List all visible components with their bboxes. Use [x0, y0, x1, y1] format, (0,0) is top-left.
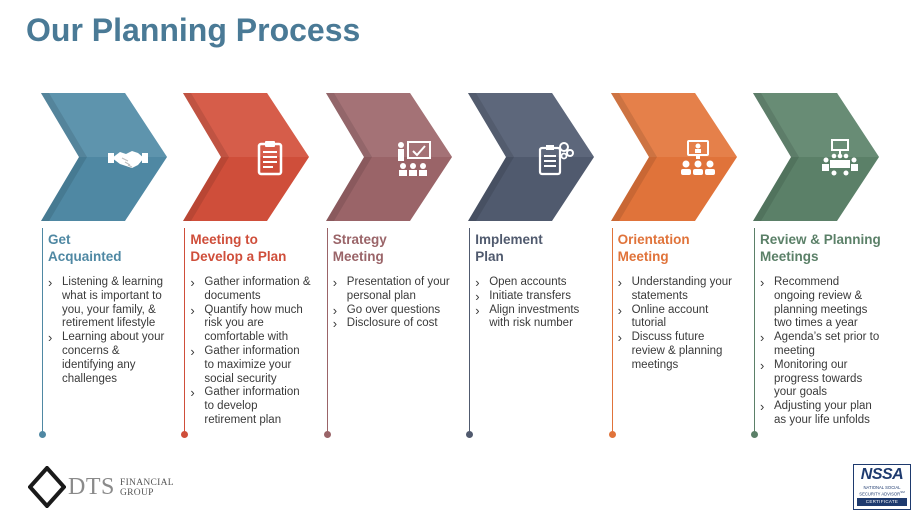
- handshake-icon: [108, 138, 148, 178]
- logo-sub-line-2: GROUP: [120, 488, 154, 498]
- chevron-arrow: [468, 93, 598, 221]
- step-bullet: Gather information & documents: [190, 276, 312, 304]
- page-title: Our Planning Process: [26, 12, 361, 48]
- timeline-line: [326, 228, 328, 434]
- step-title-line: Plan: [475, 248, 504, 264]
- step-bullet: Align investments with risk number: [475, 304, 597, 332]
- process-step: OrientationMeetingUnderstanding your sta…: [608, 0, 753, 518]
- step-bullet: Open accounts: [475, 276, 597, 290]
- timeline-line: [611, 228, 613, 434]
- logo-name: DTS: [68, 474, 115, 500]
- chevron-arrow: [325, 93, 456, 221]
- step-bullet-list: Open accountsInitiate transfersAlign inv…: [475, 276, 597, 331]
- step-bullet: Initiate transfers: [475, 290, 597, 304]
- chevron-arrow: [753, 93, 883, 221]
- diamond-logo-icon: [28, 466, 66, 508]
- timeline-line: [754, 228, 755, 434]
- timeline-dot: [39, 431, 46, 438]
- chevron-arrow: [183, 93, 313, 221]
- nssa-badge-certificate: CERTIFICATE: [857, 498, 907, 506]
- timeline-dot: [181, 431, 189, 438]
- step-bullet: Discuss future review & planning meeting…: [618, 331, 740, 372]
- process-step: StrategyMeetingPresentation of your pers…: [323, 0, 468, 518]
- nssa-badge-tm: SM: [900, 490, 905, 494]
- process-step: ImplementPlanOpen accountsInitiate trans…: [466, 0, 610, 518]
- online-meeting-icon: [678, 138, 718, 178]
- step-bullet: Presentation of your personal plan: [333, 276, 455, 304]
- step-bullet: Gather information to maximize your soci…: [190, 345, 312, 386]
- nssa-badge-title: NSSA: [860, 466, 904, 483]
- step-title-line: Meeting to: [190, 232, 258, 247]
- step-bullet: Disclosure of cost: [333, 317, 455, 331]
- step-bullet: Go over questions: [333, 304, 455, 318]
- logo-subtitle: FINANCIAL GROUP: [120, 478, 174, 498]
- step-bullet-list: Presentation of your personal planGo ove…: [333, 276, 455, 331]
- step-bullet: Recommend ongoing review & planning meet…: [760, 276, 882, 331]
- step-bullet: Agenda’s set prior to meeting: [760, 331, 882, 359]
- checklist-gears-icon: [535, 138, 575, 178]
- timeline-line: [469, 228, 471, 434]
- step-bullet: Gather information to develop retirement…: [190, 386, 312, 427]
- step-title-line: Get: [48, 232, 71, 247]
- timeline-line: [42, 228, 43, 434]
- chevron-arrow: [610, 93, 741, 221]
- step-bullet: Monitoring our progress towards your goa…: [760, 359, 882, 400]
- timeline-dot: [751, 431, 758, 438]
- step-title-line: Orientation: [617, 232, 690, 247]
- step-title-line: Implement: [475, 232, 543, 247]
- nssa-certificate-badge: NSSA NATIONAL SOCIAL SECURITY ADVISORSM …: [853, 464, 911, 510]
- chevron-arrow: [41, 93, 171, 221]
- step-bullet: Listening & learning what is important t…: [48, 276, 170, 331]
- step-bullet-list: Listening & learning what is important t…: [48, 276, 170, 386]
- clipboard-icon: [250, 138, 290, 178]
- nssa-badge-subtitle: NATIONAL SOCIAL SECURITY ADVISORSM: [854, 485, 910, 496]
- step-bullet: Quantify how much risk you are comfortab…: [190, 304, 312, 345]
- step-bullet: Learning about your concerns & identifyi…: [48, 331, 170, 386]
- step-title-line: Meetings: [760, 248, 819, 264]
- presentation-icon: [393, 138, 433, 178]
- step-bullet: Online account tutorial: [618, 304, 740, 332]
- timeline-dot: [323, 431, 331, 438]
- process-step: Review & PlanningMeetingsRecommend ongoi…: [751, 0, 895, 518]
- step-title-line: Develop a Plan: [190, 248, 287, 264]
- timeline-dot: [466, 431, 474, 438]
- nssa-badge-line-1: NATIONAL SOCIAL: [863, 485, 901, 490]
- step-bullet: Adjusting your plan as your life unfolds: [760, 400, 882, 428]
- step-title-line: Strategy: [332, 232, 387, 247]
- step-title-line: Meeting: [332, 248, 384, 264]
- conference-table-icon: [820, 138, 860, 178]
- step-bullet-list: Understanding your statementsOnline acco…: [618, 276, 740, 373]
- step-title-line: Review & Planning: [760, 232, 881, 247]
- timeline-line: [184, 228, 186, 434]
- process-step: GetAcquaintedListening & learning what i…: [39, 0, 183, 518]
- company-logo: DTS FINANCIAL GROUP: [28, 466, 178, 510]
- step-bullet: Understanding your statements: [618, 276, 740, 304]
- nssa-badge-line-2: SECURITY ADVISOR: [859, 491, 901, 497]
- step-bullet-list: Recommend ongoing review & planning meet…: [760, 276, 882, 428]
- step-bullet-list: Gather information & documentsQuantify h…: [190, 276, 312, 428]
- step-title-line: Meeting: [617, 248, 669, 264]
- step-title-line: Acquainted: [48, 248, 122, 264]
- logo-sub-line-1: FINANCIAL: [120, 478, 174, 488]
- timeline-dot: [608, 431, 616, 438]
